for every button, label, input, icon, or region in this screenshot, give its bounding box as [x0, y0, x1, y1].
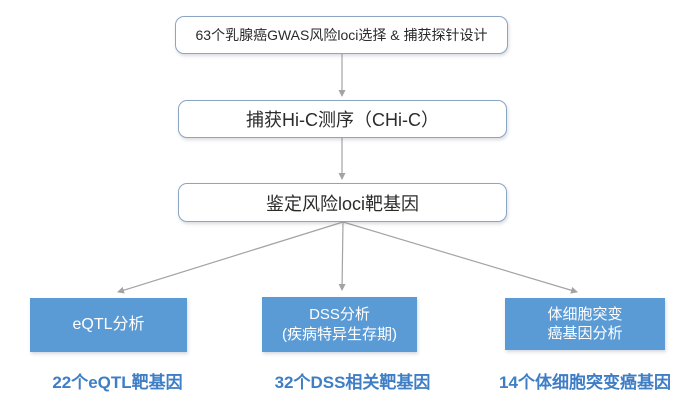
- flow-box-chic-sequencing-label: 捕获Hi-C测序（CHi-C）: [246, 110, 439, 130]
- flow-box-probe-design-label: 63个乳腺癌GWAS风险loci选择 & 捕获探针设计: [195, 27, 488, 43]
- analysis-box-somatic-label-line2: 癌基因分析: [547, 325, 623, 342]
- analysis-box-somatic-label-line1: 体细胞突变: [547, 305, 623, 323]
- result-label-somatic-cancer-genes: 14个体细胞突变癌基因: [499, 373, 671, 392]
- flow-box-chic-sequencing: 捕获Hi-C测序（CHi-C）: [178, 100, 507, 138]
- flow-box-probe-design: 63个乳腺癌GWAS风险loci选择 & 捕获探针设计: [175, 16, 508, 54]
- arrow-target-to-eqtl: [117, 221, 344, 294]
- result-label-dss-target-genes: 32个DSS相关靶基因: [274, 373, 431, 392]
- analysis-box-somatic-mutation: 体细胞突变 癌基因分析: [505, 298, 665, 350]
- flow-box-target-gene-identification-label: 鉴定风险loci靶基因: [265, 193, 419, 214]
- arrow-target-to-somatic: [342, 221, 578, 294]
- flow-box-target-gene-identification: 鉴定风险loci靶基因: [178, 183, 507, 222]
- analysis-box-dss-label-line1: DSS分析: [309, 306, 370, 323]
- analysis-box-dss: DSS分析 (疾病特异生存期): [262, 297, 417, 352]
- analysis-box-dss-label-line2: (疾病特异生存期): [282, 325, 397, 343]
- analysis-box-eqtl-label: eQTL分析: [72, 315, 145, 333]
- analysis-box-eqtl: eQTL分析: [30, 298, 187, 352]
- result-label-eqtl-target-genes: 22个eQTL靶基因: [52, 373, 183, 392]
- arrow-target-to-dss: [338, 221, 346, 291]
